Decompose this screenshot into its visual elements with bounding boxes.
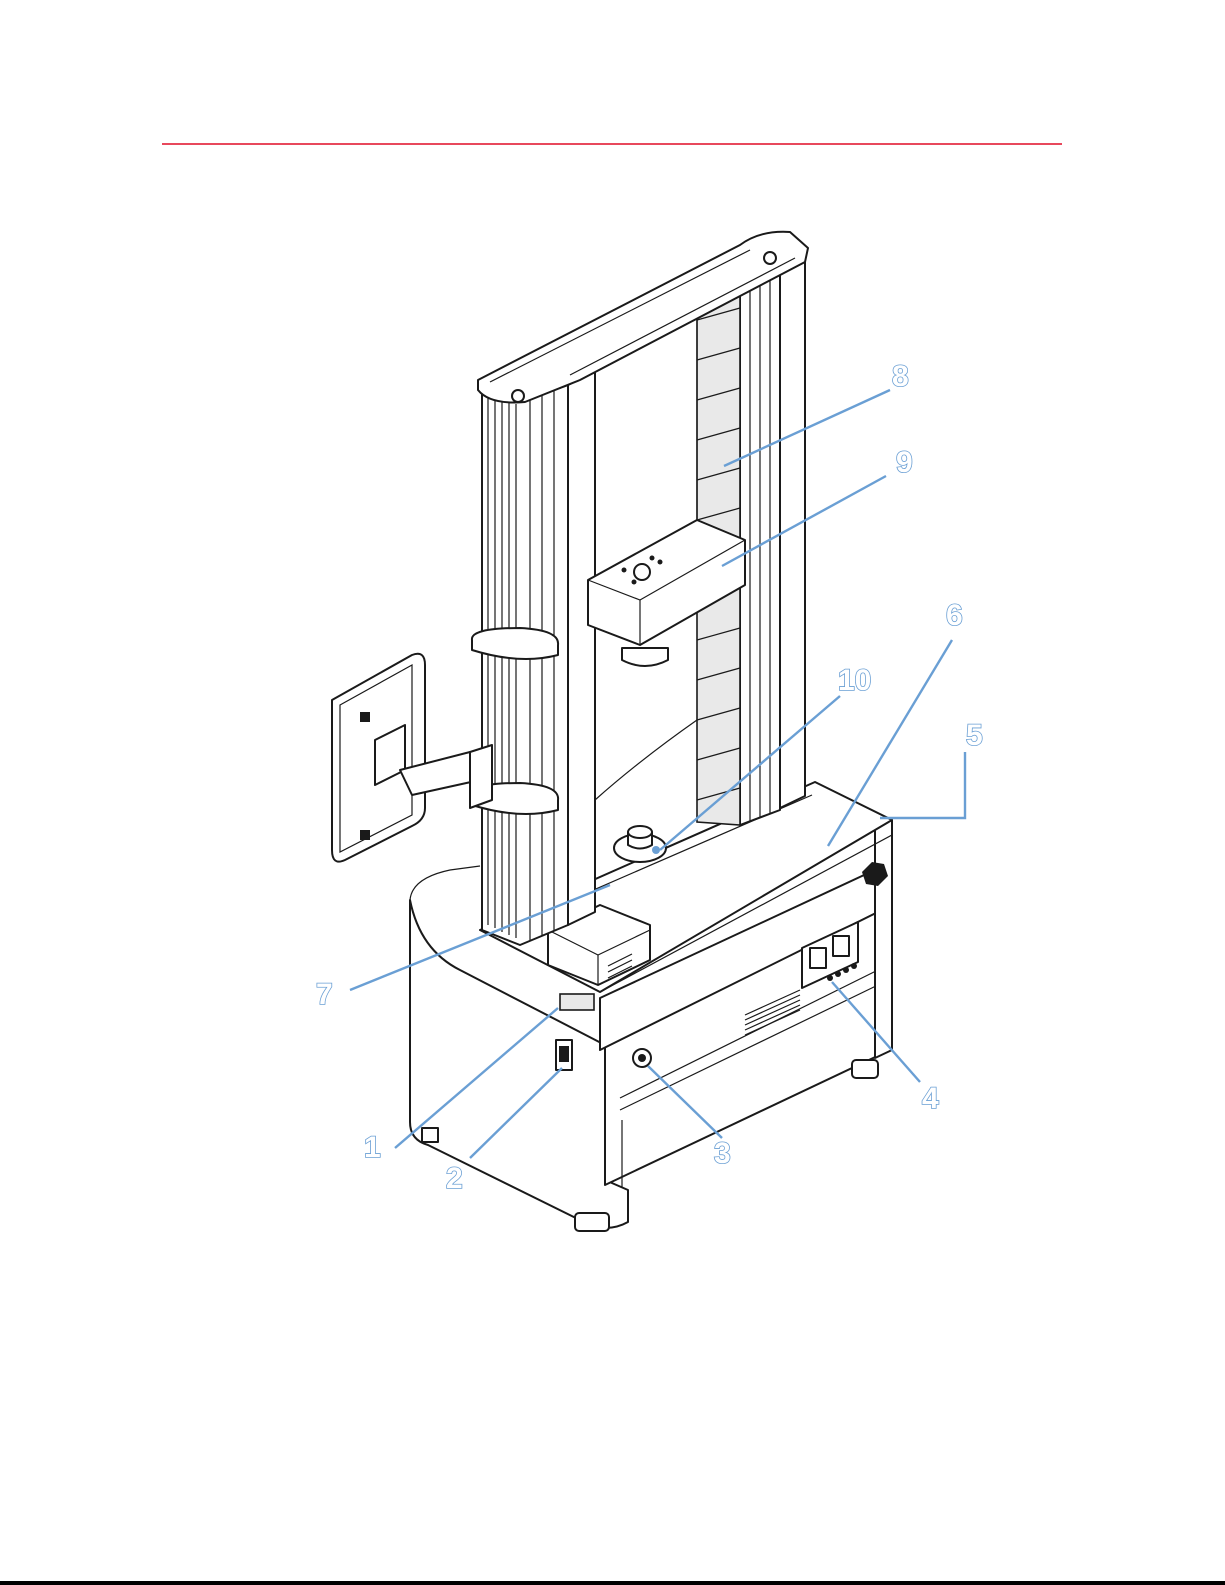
power-switch <box>556 1040 572 1070</box>
callout-4: 4 <box>922 1082 939 1115</box>
panel-connector <box>633 1049 651 1067</box>
callout-10: 10 <box>838 664 871 697</box>
controller-touchscreen <box>332 654 492 862</box>
rating-label <box>560 994 594 1010</box>
leader-5 <box>880 752 965 818</box>
testing-machine-illustration <box>332 232 892 1231</box>
callout-9: 9 <box>896 446 913 479</box>
callout-1: 1 <box>364 1131 381 1164</box>
callout-6: 6 <box>946 599 963 632</box>
callout-8: 8 <box>892 360 909 393</box>
base-adapter <box>614 826 666 862</box>
callout-3: 3 <box>714 1137 731 1170</box>
callout-2: 2 <box>446 1162 463 1195</box>
callout-5: 5 <box>966 719 983 752</box>
callout-7: 7 <box>316 978 333 1011</box>
